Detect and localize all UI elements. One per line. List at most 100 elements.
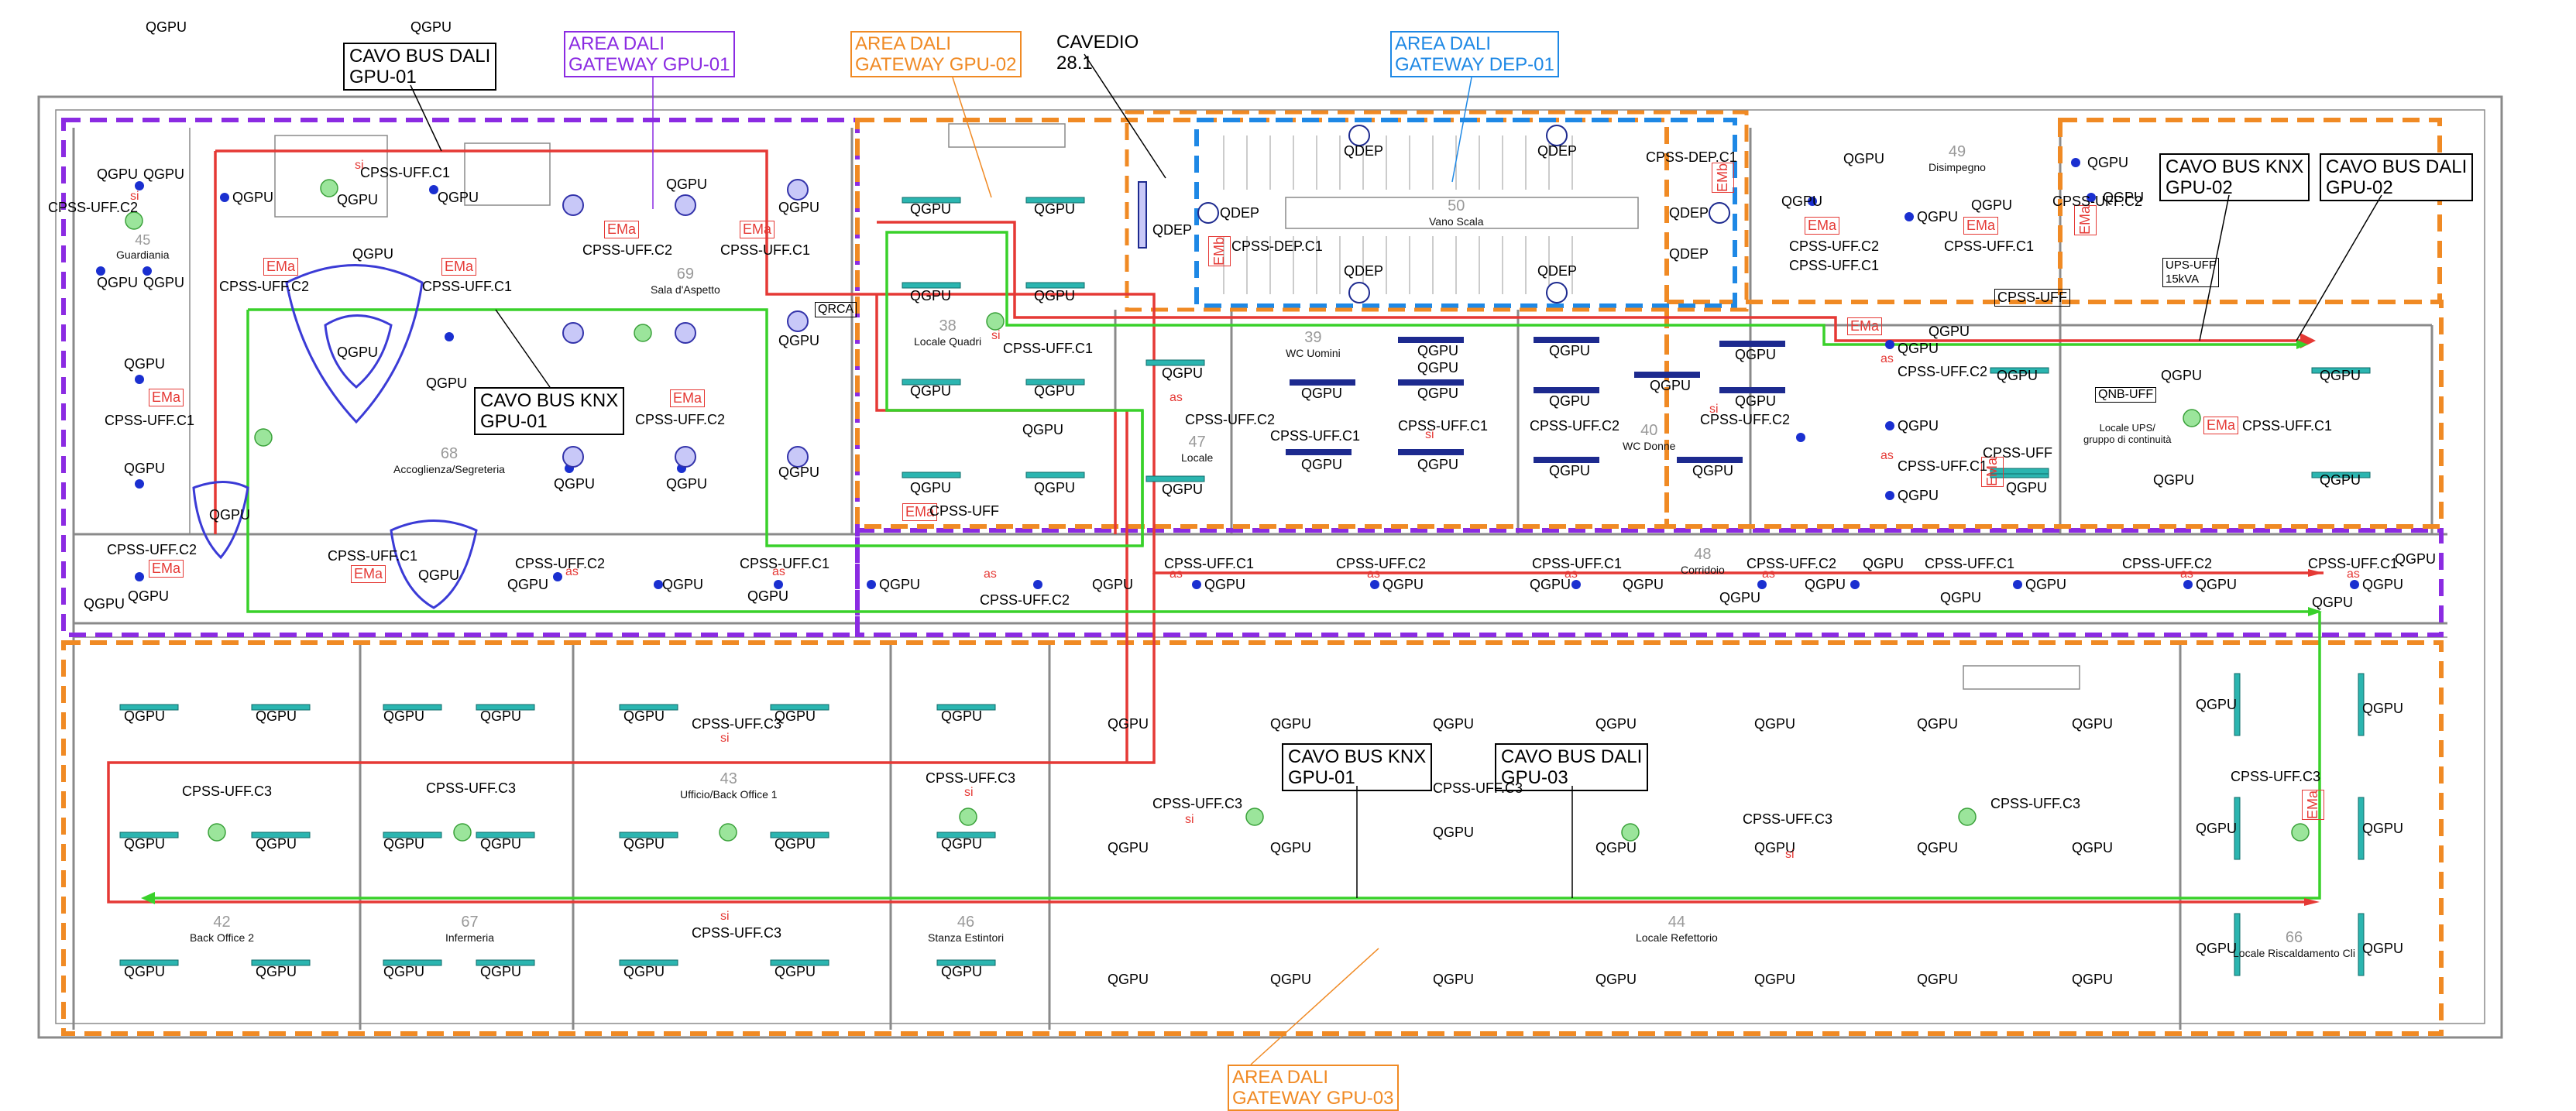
cpss-label: CPSS-UFF.C2 [48, 200, 139, 215]
qgpu-label: QGPU [1301, 457, 1343, 472]
si-tag: si [1185, 813, 1194, 826]
qgpu-label: QGPU [1433, 825, 1475, 840]
cpss-label: CPSS-UFF.C1 [1164, 556, 1255, 571]
qgpu-label: QGPU [747, 588, 789, 604]
qgpu-label: QGPU [2362, 577, 2404, 592]
qgpu-label: QGPU [146, 19, 187, 35]
qgpu-label: QGPU [1971, 197, 2013, 213]
qdep-label: QDEP [1344, 143, 1384, 159]
ema-tag: EMa [149, 389, 184, 406]
qgpu-label: QGPU [2362, 941, 2404, 956]
qgpu-label: QGPU [1162, 365, 1204, 381]
si-tag: si [130, 190, 139, 203]
qgpu-label: QGPU [2103, 190, 2145, 205]
qdep-label: QDEP [1152, 222, 1193, 238]
si-tag: si [1709, 403, 1719, 416]
ml-sensors [125, 179, 2310, 842]
qgpu-label: QGPU [2072, 972, 2114, 987]
qgpu-label: QGPU [1108, 972, 1149, 987]
cpss-label: CPSS-UFF.C1 [1003, 341, 1094, 356]
cpss-label: CPSS-UFF.C3 [2231, 769, 2321, 784]
room-48: 48 Corridoio [1681, 546, 1725, 576]
cpss-label: CPSS-UFF.C1 [2308, 556, 2399, 571]
cpss-label: CPSS-DEP.C1 [1231, 238, 1323, 254]
qgpu-label: QGPU [2006, 480, 2048, 495]
qdep-label: QDEP [1537, 143, 1578, 159]
qgpu-label: QGPU [1917, 716, 1959, 732]
cpss-label: CPSS-UFF.C3 [1743, 811, 1833, 827]
qgpu-label: QGPU [910, 480, 952, 495]
callout-cavedio: CAVEDIO 28.1 [1053, 31, 1142, 74]
qgpu-label: QGPU [1692, 463, 1734, 478]
qgpu-label: QGPU [2362, 821, 2404, 836]
qgpu-label: QGPU [84, 596, 125, 612]
qgpu-label: QGPU [2072, 840, 2114, 856]
room-45: 45 Guardiania [116, 232, 170, 261]
area-label-gpu01: AREA DALI GATEWAY GPU-01 [564, 31, 735, 77]
qgpu-label: QGPU [666, 177, 708, 192]
qgpu-label: QGPU [2087, 155, 2129, 170]
cpss-label: CPSS-UFF.C3 [1152, 796, 1243, 811]
cpss-label: CPSS-UFF.C1 [1398, 418, 1489, 434]
qgpu-label: QGPU [1863, 556, 1905, 571]
qgpu-label: QGPU [1650, 378, 1692, 393]
qgpu-label: QGPU [623, 836, 665, 852]
qgpu-label: QGPU [1917, 209, 1959, 225]
qgpu-label: QGPU [124, 708, 166, 724]
qgpu-label: QGPU [97, 275, 139, 290]
cpss-label: CPSS-UFF.C3 [692, 925, 782, 941]
callout-knx-gpu01-upper: CAVO BUS KNX GPU-01 [474, 387, 625, 435]
area-gpu01-corridor-boundary [855, 528, 2444, 637]
qgpu-label: QGPU [2320, 368, 2361, 383]
ema-tag: EMa [1847, 317, 1883, 335]
qgpu-label: QGPU [426, 375, 468, 391]
qgpu-label: QGPU [124, 836, 166, 852]
cpss-label: CPSS-UFF [1994, 289, 2070, 307]
qgpu-label: QGPU [2196, 577, 2238, 592]
area-label-dep01: AREA DALI GATEWAY DEP-01 [1390, 31, 1559, 77]
qgpu-label: QGPU [910, 288, 952, 303]
qrca-tag: QRCA [815, 302, 857, 317]
ema-tag: EMa [1805, 217, 1840, 235]
qgpu-label: QGPU [128, 588, 170, 604]
ema-tag: EMa [351, 565, 386, 583]
qgpu-label: QGPU [383, 964, 425, 979]
area-gpu01-boundary [61, 118, 860, 637]
qgpu-label: QGPU [2312, 595, 2354, 610]
qgpu-label: QGPU [383, 708, 425, 724]
cpss-label: CPSS-UFF.C2 [1898, 364, 1988, 379]
as-tag: as [565, 565, 579, 578]
si-tag: si [355, 159, 364, 172]
ema-tag: EMa [604, 221, 640, 238]
qgpu-label: QGPU [1270, 840, 1312, 856]
qgpu-label: QGPU [1898, 341, 1939, 356]
room-38: 38 Locale Quadri [914, 317, 982, 348]
qgpu-label: QGPU [1781, 194, 1823, 209]
qgpu-label: QGPU [256, 708, 297, 724]
cpss-label: CPSS-UFF.C2 [635, 412, 726, 427]
ema-tag: EMa [902, 503, 938, 521]
room-50: 50 Vano Scala [1429, 197, 1484, 228]
qgpu-label: QGPU [1270, 716, 1312, 732]
room-42: 42 Back Office 2 [190, 914, 255, 944]
qgpu-label: QGPU [1034, 383, 1076, 399]
ema-tag: EMa [149, 560, 184, 578]
qgpu-label: QGPU [1595, 716, 1637, 732]
area-label-gpu03: AREA DALI GATEWAY GPU-03 [1228, 1065, 1399, 1111]
cpss-label: CPSS-UFF.C2 [2122, 556, 2213, 571]
as-tag: as [1367, 568, 1380, 581]
as-tag: as [1880, 449, 1894, 462]
qgpu-label: QGPU [1034, 201, 1076, 217]
qgpu-label: QGPU [1735, 393, 1777, 409]
room-ups: Locale UPS/ gruppo di continuità [2083, 422, 2172, 445]
room-47: 47 Locale [1181, 434, 1214, 464]
qgpu-label: QGPU [1108, 840, 1149, 856]
qgpu-label: QGPU [1549, 393, 1591, 409]
qgpu-label: QGPU [418, 568, 460, 583]
qgpu-label: QGPU [337, 192, 379, 207]
qgpu-label: QGPU [910, 383, 952, 399]
room-68: 68 Accoglienza/Segreteria [393, 445, 505, 475]
cpss-label: CPSS-UFF.C3 [926, 770, 1016, 786]
